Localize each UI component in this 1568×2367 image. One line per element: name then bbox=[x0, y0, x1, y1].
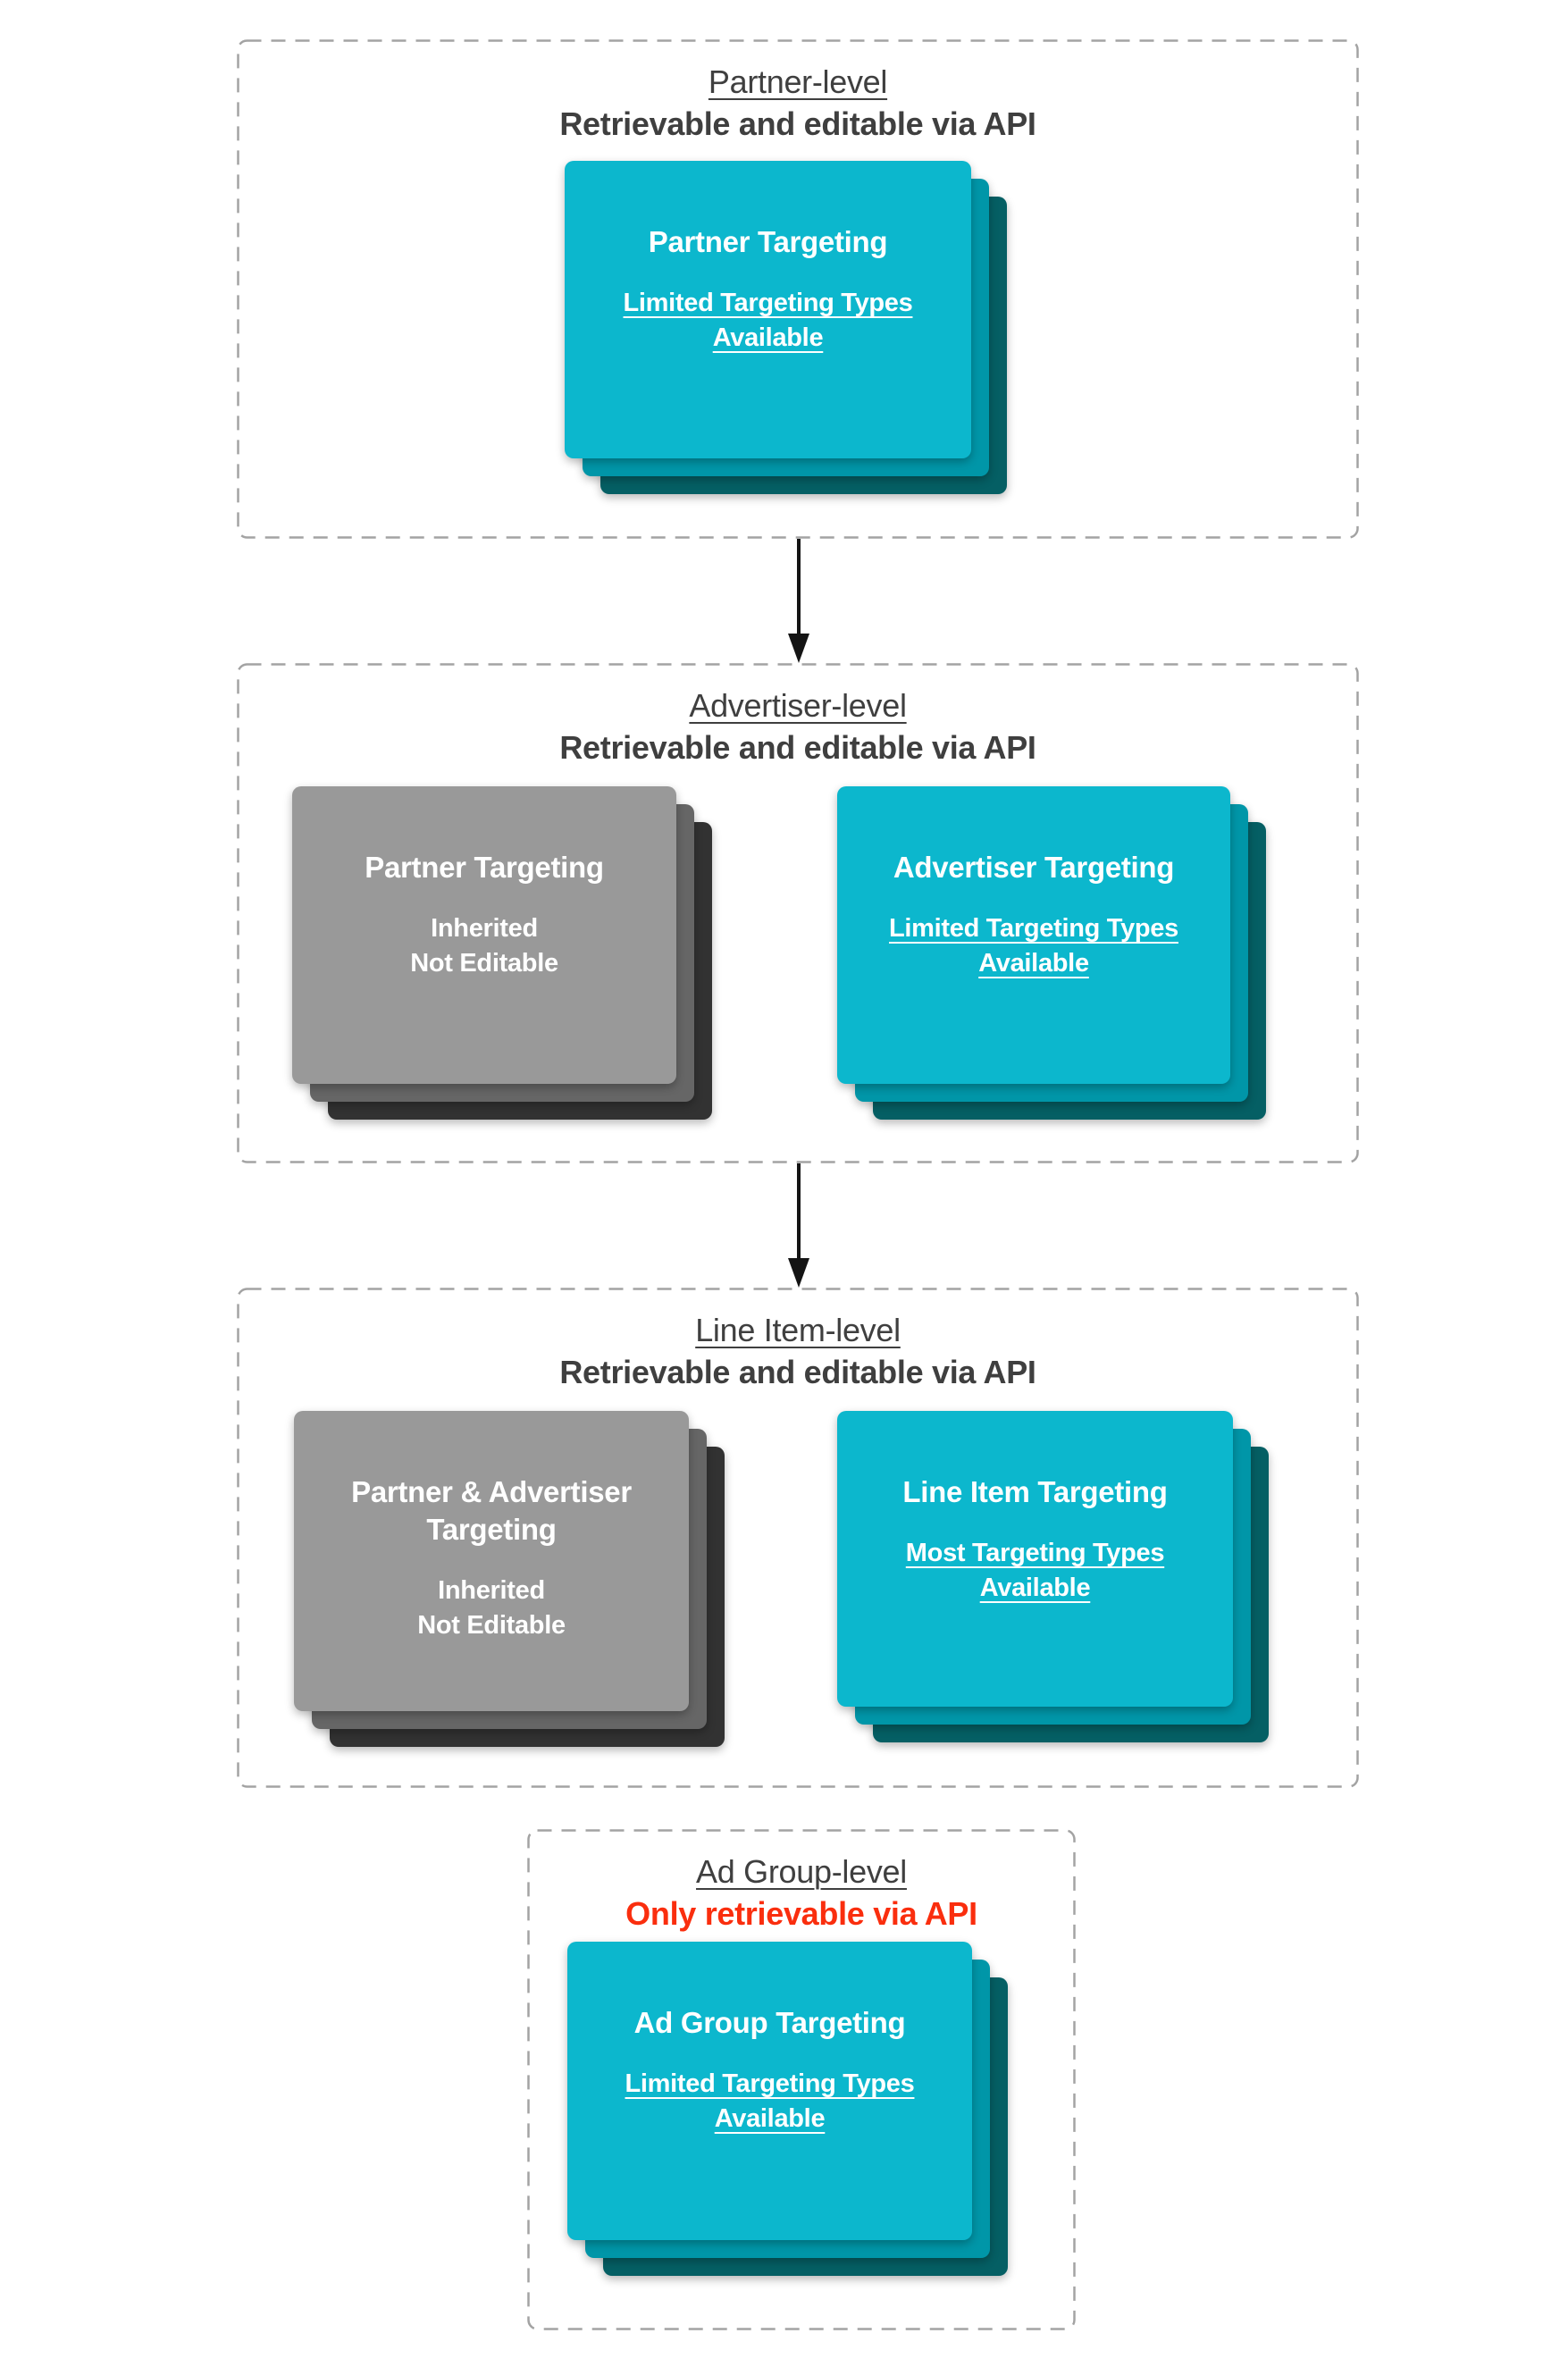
card-face: Partner Targeting Inherited Not Editable bbox=[292, 786, 676, 1084]
card-body: Limited Targeting Types Available bbox=[625, 2067, 915, 2136]
card-title-line: Line Item Targeting bbox=[902, 1475, 1168, 1508]
section-header: Ad Group-level Only retrievable via API bbox=[527, 1829, 1076, 1935]
section-title: Partner-level bbox=[708, 63, 888, 100]
section-title: Ad Group-level bbox=[696, 1853, 907, 1890]
card-face: Line Item Targeting Most Targeting Types… bbox=[837, 1411, 1233, 1707]
section-header: Advertiser-level Retrievable and editabl… bbox=[237, 663, 1359, 768]
card-advertiser-targeting: Advertiser Targeting Limited Targeting T… bbox=[837, 786, 1266, 1120]
section-subtitle: Retrievable and editable via API bbox=[559, 105, 1036, 142]
card-title-line: Partner Targeting bbox=[365, 851, 604, 884]
card-title-line: Partner & Advertiser bbox=[351, 1475, 632, 1508]
card-body: Most Targeting Types Available bbox=[905, 1536, 1165, 1606]
section-title: Line Item-level bbox=[695, 1312, 901, 1348]
card-body-line: Limited Targeting Types bbox=[889, 914, 1178, 943]
card-ad-group-targeting: Ad Group Targeting Limited Targeting Typ… bbox=[567, 1942, 1008, 2276]
card-face: Partner Targeting Limited Targeting Type… bbox=[565, 161, 971, 458]
section-subtitle: Retrievable and editable via API bbox=[559, 1354, 1036, 1390]
card-body: Limited Targeting Types Available bbox=[624, 286, 913, 356]
card-body-line: Available bbox=[979, 1574, 1091, 1602]
card-title-line: Ad Group Targeting bbox=[633, 2006, 906, 2039]
card-title: Advertiser Targeting bbox=[893, 849, 1175, 886]
section-line-item-level: Line Item-level Retrievable and editable… bbox=[237, 1288, 1359, 1788]
card-body-line: Not Editable bbox=[417, 1611, 566, 1640]
card-partner-advertiser-targeting-inherited: Partner & Advertiser Targeting Inherited… bbox=[294, 1411, 725, 1747]
card-body: Inherited Not Editable bbox=[417, 1574, 566, 1643]
card-body-line: Inherited bbox=[438, 1576, 545, 1605]
card-title: Line Item Targeting bbox=[902, 1473, 1168, 1511]
card-body-line: Available bbox=[978, 949, 1089, 978]
card-title-line: Targeting bbox=[426, 1513, 557, 1546]
card-body-line: Not Editable bbox=[410, 949, 558, 978]
card-face: Advertiser Targeting Limited Targeting T… bbox=[837, 786, 1230, 1084]
card-partner-targeting: Partner Targeting Limited Targeting Type… bbox=[565, 161, 1007, 494]
card-title-line: Partner Targeting bbox=[648, 225, 888, 258]
card-body-line: Inherited bbox=[431, 914, 538, 943]
card-face: Ad Group Targeting Limited Targeting Typ… bbox=[567, 1942, 972, 2240]
flow-arrow-down-icon bbox=[788, 1163, 809, 1288]
card-body-line: Limited Targeting Types bbox=[625, 2069, 915, 2098]
flow-arrow-down-icon bbox=[788, 539, 809, 663]
section-ad-group-level: Ad Group-level Only retrievable via API … bbox=[527, 1829, 1076, 2330]
card-face: Partner & Advertiser Targeting Inherited… bbox=[294, 1411, 689, 1711]
card-partner-targeting-inherited: Partner Targeting Inherited Not Editable bbox=[292, 786, 712, 1120]
card-body-line: Available bbox=[714, 2104, 826, 2133]
card-body-line: Available bbox=[712, 323, 824, 352]
card-title: Partner Targeting bbox=[649, 223, 888, 261]
card-title: Partner Targeting bbox=[365, 849, 604, 886]
section-partner-level: Partner-level Retrievable and editable v… bbox=[237, 39, 1359, 539]
card-body: Inherited Not Editable bbox=[410, 911, 558, 981]
section-title: Advertiser-level bbox=[689, 687, 907, 724]
section-header: Line Item-level Retrievable and editable… bbox=[237, 1288, 1359, 1393]
card-body: Limited Targeting Types Available bbox=[889, 911, 1178, 981]
card-title: Ad Group Targeting bbox=[634, 2004, 906, 2042]
section-subtitle: Only retrievable via API bbox=[625, 1895, 977, 1932]
card-title: Partner & Advertiser Targeting bbox=[351, 1473, 632, 1549]
section-advertiser-level: Advertiser-level Retrievable and editabl… bbox=[237, 663, 1359, 1163]
card-body-line: Most Targeting Types bbox=[905, 1539, 1165, 1567]
section-header: Partner-level Retrievable and editable v… bbox=[237, 39, 1359, 145]
section-subtitle: Retrievable and editable via API bbox=[559, 729, 1036, 766]
card-title-line: Advertiser Targeting bbox=[893, 851, 1175, 884]
card-line-item-targeting: Line Item Targeting Most Targeting Types… bbox=[837, 1411, 1269, 1742]
card-body-line: Limited Targeting Types bbox=[623, 289, 913, 317]
